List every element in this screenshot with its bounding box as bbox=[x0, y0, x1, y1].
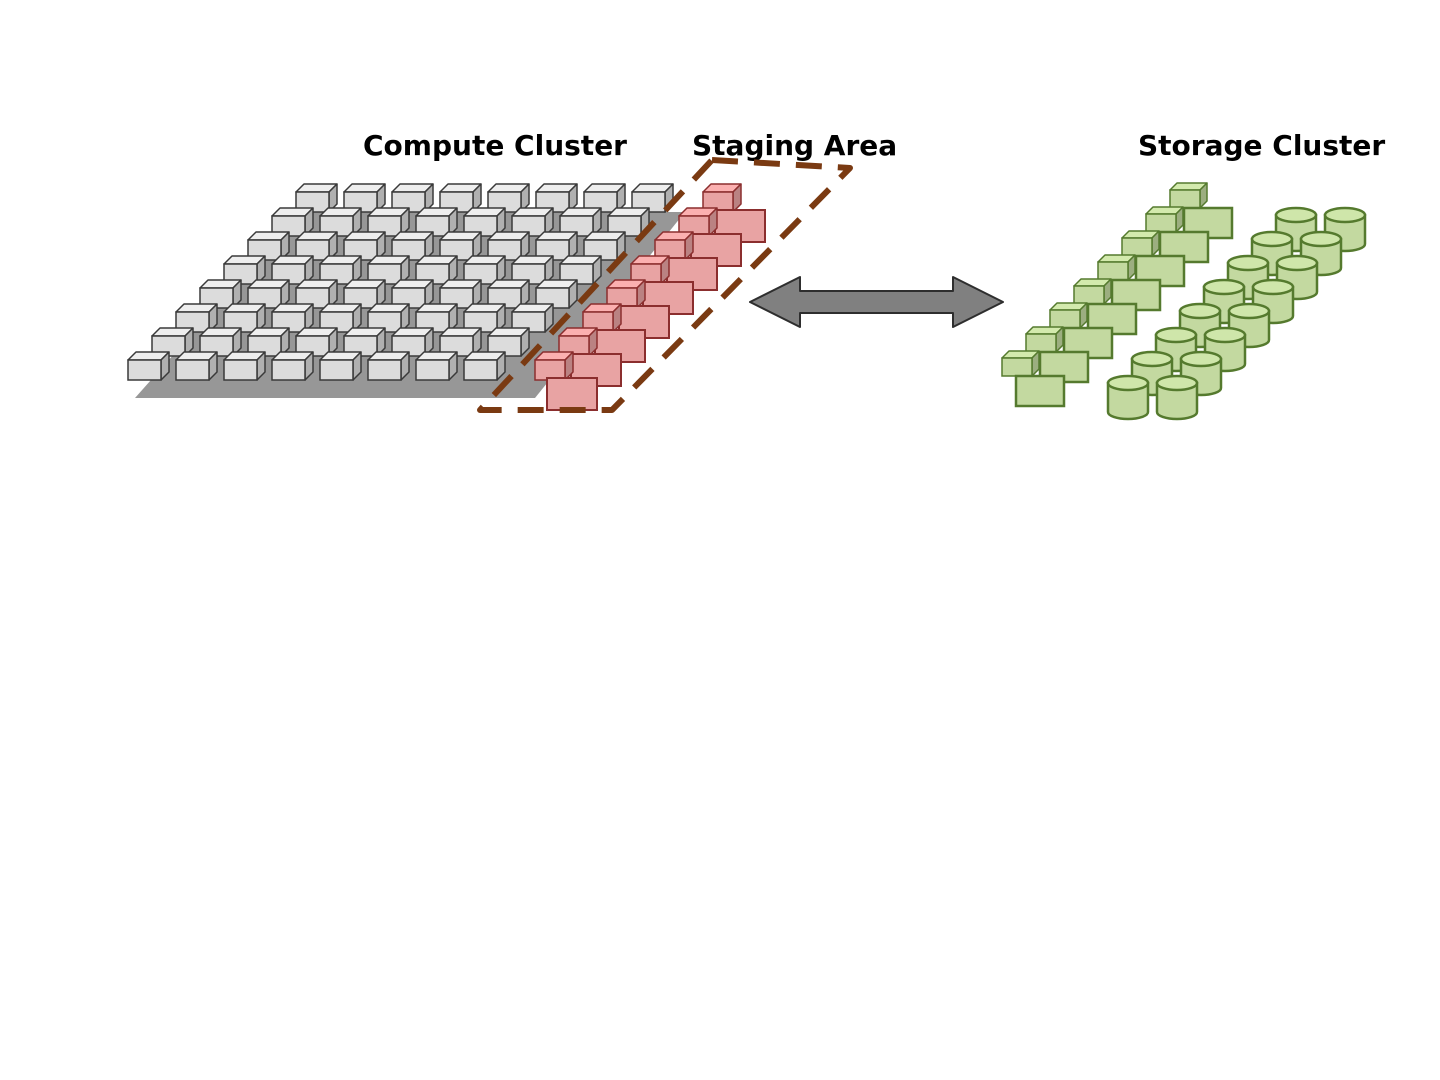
compute-node-cube-icon bbox=[247, 279, 290, 309]
compute-node-cube-icon bbox=[463, 351, 506, 381]
compute-node-cube-icon bbox=[487, 231, 530, 261]
compute-node-cube-icon bbox=[151, 327, 194, 357]
compute-node-cube-icon bbox=[415, 303, 458, 333]
compute-node-cube-icon bbox=[199, 279, 242, 309]
storage-cluster-label: Storage Cluster bbox=[1138, 129, 1385, 162]
staging-node-cube-icon bbox=[654, 231, 694, 261]
compute-node-cube-icon bbox=[343, 327, 386, 357]
compute-node-cube-icon bbox=[343, 183, 386, 213]
disk-cylinder-icon bbox=[1155, 374, 1199, 421]
compute-node-cube-icon bbox=[199, 327, 242, 357]
staging-node-block bbox=[546, 377, 598, 411]
compute-node-cube-icon bbox=[415, 207, 458, 237]
storage-server-icon bbox=[1169, 182, 1208, 209]
compute-node-cube-icon bbox=[271, 303, 314, 333]
compute-node-cube-icon bbox=[535, 279, 578, 309]
compute-node-cube-icon bbox=[367, 351, 410, 381]
compute-node-cube-icon bbox=[295, 231, 338, 261]
compute-node-cube-icon bbox=[295, 327, 338, 357]
compute-node-cube-icon bbox=[487, 327, 530, 357]
compute-node-cube-icon bbox=[223, 351, 266, 381]
staging-area bbox=[477, 157, 853, 413]
compute-node-cube-icon bbox=[319, 303, 362, 333]
staging-node-cube-icon bbox=[534, 351, 574, 381]
compute-node-cube-icon bbox=[511, 303, 554, 333]
compute-node-cube-icon bbox=[487, 183, 530, 213]
compute-node-cube-icon bbox=[343, 279, 386, 309]
compute-node-cube-icon bbox=[391, 183, 434, 213]
compute-cluster bbox=[127, 183, 685, 398]
compute-node-cube-icon bbox=[271, 351, 314, 381]
compute-node-cube-icon bbox=[487, 279, 530, 309]
compute-node-cube-icon bbox=[535, 183, 578, 213]
compute-cluster-label: Compute Cluster bbox=[363, 129, 627, 162]
compute-node-cube-icon bbox=[223, 255, 266, 285]
compute-node-cube-icon bbox=[367, 207, 410, 237]
staging-node-cube-icon bbox=[558, 327, 598, 357]
compute-node-cube-icon bbox=[535, 231, 578, 261]
storage-disk-columns bbox=[1106, 206, 1367, 421]
staging-node-cube-icon bbox=[702, 183, 742, 213]
compute-node-cube-icon bbox=[319, 255, 362, 285]
storage-server-icon bbox=[1049, 302, 1088, 329]
compute-node-cube-icon bbox=[127, 351, 170, 381]
compute-node-cube-icon bbox=[415, 351, 458, 381]
storage-server-icon bbox=[1001, 350, 1040, 377]
compute-node-cube-icon bbox=[271, 255, 314, 285]
compute-node-cube-icon bbox=[439, 183, 482, 213]
compute-node-cube-icon bbox=[319, 207, 362, 237]
staging-node-cube-icon bbox=[606, 279, 646, 309]
double-arrow-icon bbox=[749, 276, 1004, 328]
compute-node-cube-icon bbox=[247, 327, 290, 357]
compute-node-cube-icon bbox=[463, 255, 506, 285]
storage-server-block bbox=[1014, 374, 1066, 408]
disk-cylinder-icon bbox=[1106, 374, 1150, 421]
storage-server-icon bbox=[1097, 254, 1136, 281]
storage-server-icon bbox=[1073, 278, 1112, 305]
compute-node-cube-icon bbox=[559, 255, 602, 285]
staging-area-outline bbox=[477, 157, 853, 413]
storage-server-icon bbox=[1025, 326, 1064, 353]
storage-server-icon bbox=[1145, 206, 1184, 233]
staging-area-label: Staging Area bbox=[692, 129, 897, 162]
compute-node-cube-icon bbox=[391, 231, 434, 261]
compute-node-cube-icon bbox=[319, 351, 362, 381]
compute-node-cube-icon bbox=[175, 351, 218, 381]
compute-node-cube-icon bbox=[439, 231, 482, 261]
compute-node-cube-icon bbox=[559, 207, 602, 237]
compute-node-cube-icon bbox=[391, 279, 434, 309]
storage-server-column bbox=[1001, 182, 1234, 408]
compute-node-cube-icon bbox=[223, 303, 266, 333]
compute-node-cube-icon bbox=[511, 207, 554, 237]
storage-server-icon bbox=[1121, 230, 1160, 257]
compute-node-cube-icon bbox=[367, 303, 410, 333]
staging-node-column bbox=[534, 183, 766, 411]
compute-node-grid bbox=[127, 183, 674, 381]
staging-node-cube-icon bbox=[678, 207, 718, 237]
storage-cluster bbox=[1001, 182, 1367, 421]
compute-node-cube-icon bbox=[271, 207, 314, 237]
compute-node-cube-icon bbox=[367, 255, 410, 285]
compute-node-cube-icon bbox=[439, 327, 482, 357]
compute-node-cube-icon bbox=[463, 207, 506, 237]
staging-node-cube-icon bbox=[582, 303, 622, 333]
compute-node-cube-icon bbox=[463, 303, 506, 333]
compute-node-cube-icon bbox=[415, 255, 458, 285]
